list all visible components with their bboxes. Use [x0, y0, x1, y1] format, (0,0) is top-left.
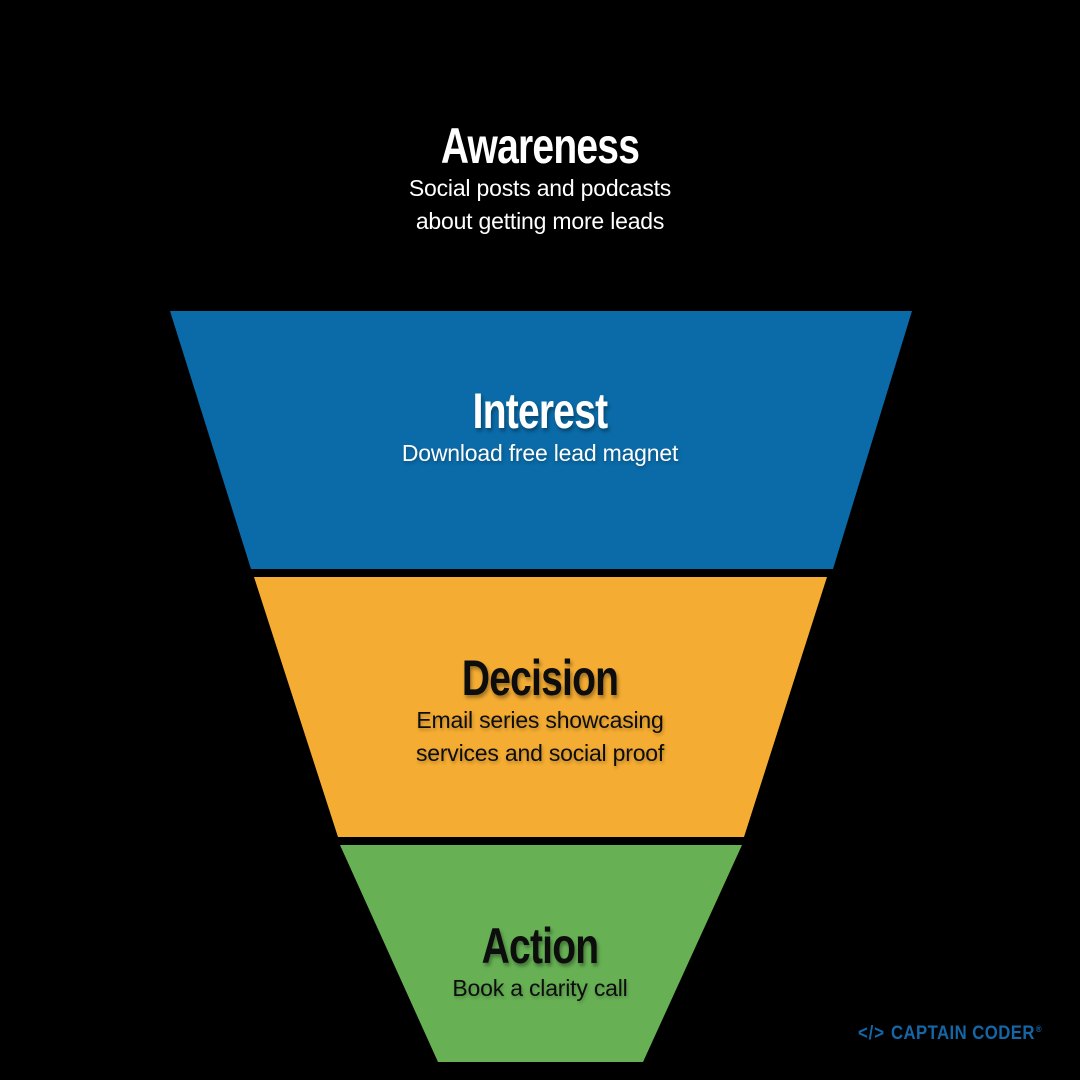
funnel-segment-interest: [170, 311, 912, 569]
stage-action: Action Book a clarity call: [0, 920, 1080, 1005]
description-line: about getting more leads: [415, 208, 665, 234]
stage-awareness: Awareness Social posts and podcasts abou…: [0, 120, 1080, 238]
stage-interest-description: Download free lead magnet: [0, 437, 1080, 470]
brand-name: CAPTAIN CODER: [891, 1023, 1036, 1044]
description-line: Download free lead magnet: [401, 440, 679, 466]
description-line: Email series showcasing: [416, 707, 664, 733]
funnel-segment-action: [340, 845, 742, 1062]
stage-interest-title: Interest: [472, 383, 608, 439]
stage-decision: Decision Email series showcasing service…: [0, 652, 1080, 770]
registered-mark: ®: [1036, 1024, 1042, 1034]
brand-logo: </>CAPTAIN CODER®: [858, 1022, 1042, 1048]
stage-action-title: Action: [481, 918, 599, 974]
funnel-segment-decision: [254, 577, 827, 837]
stage-decision-description: Email series showcasing services and soc…: [0, 704, 1080, 770]
stage-awareness-description: Social posts and podcasts about getting …: [0, 172, 1080, 238]
stage-awareness-title: Awareness: [440, 118, 640, 174]
description-line: services and social proof: [415, 740, 665, 766]
code-brackets-icon: </>: [858, 1023, 886, 1044]
description-line: Book a clarity call: [452, 975, 628, 1001]
stage-action-description: Book a clarity call: [0, 972, 1080, 1005]
stage-decision-title: Decision: [461, 650, 619, 706]
stage-interest: Interest Download free lead magnet: [0, 385, 1080, 470]
description-line: Social posts and podcasts: [408, 175, 672, 201]
